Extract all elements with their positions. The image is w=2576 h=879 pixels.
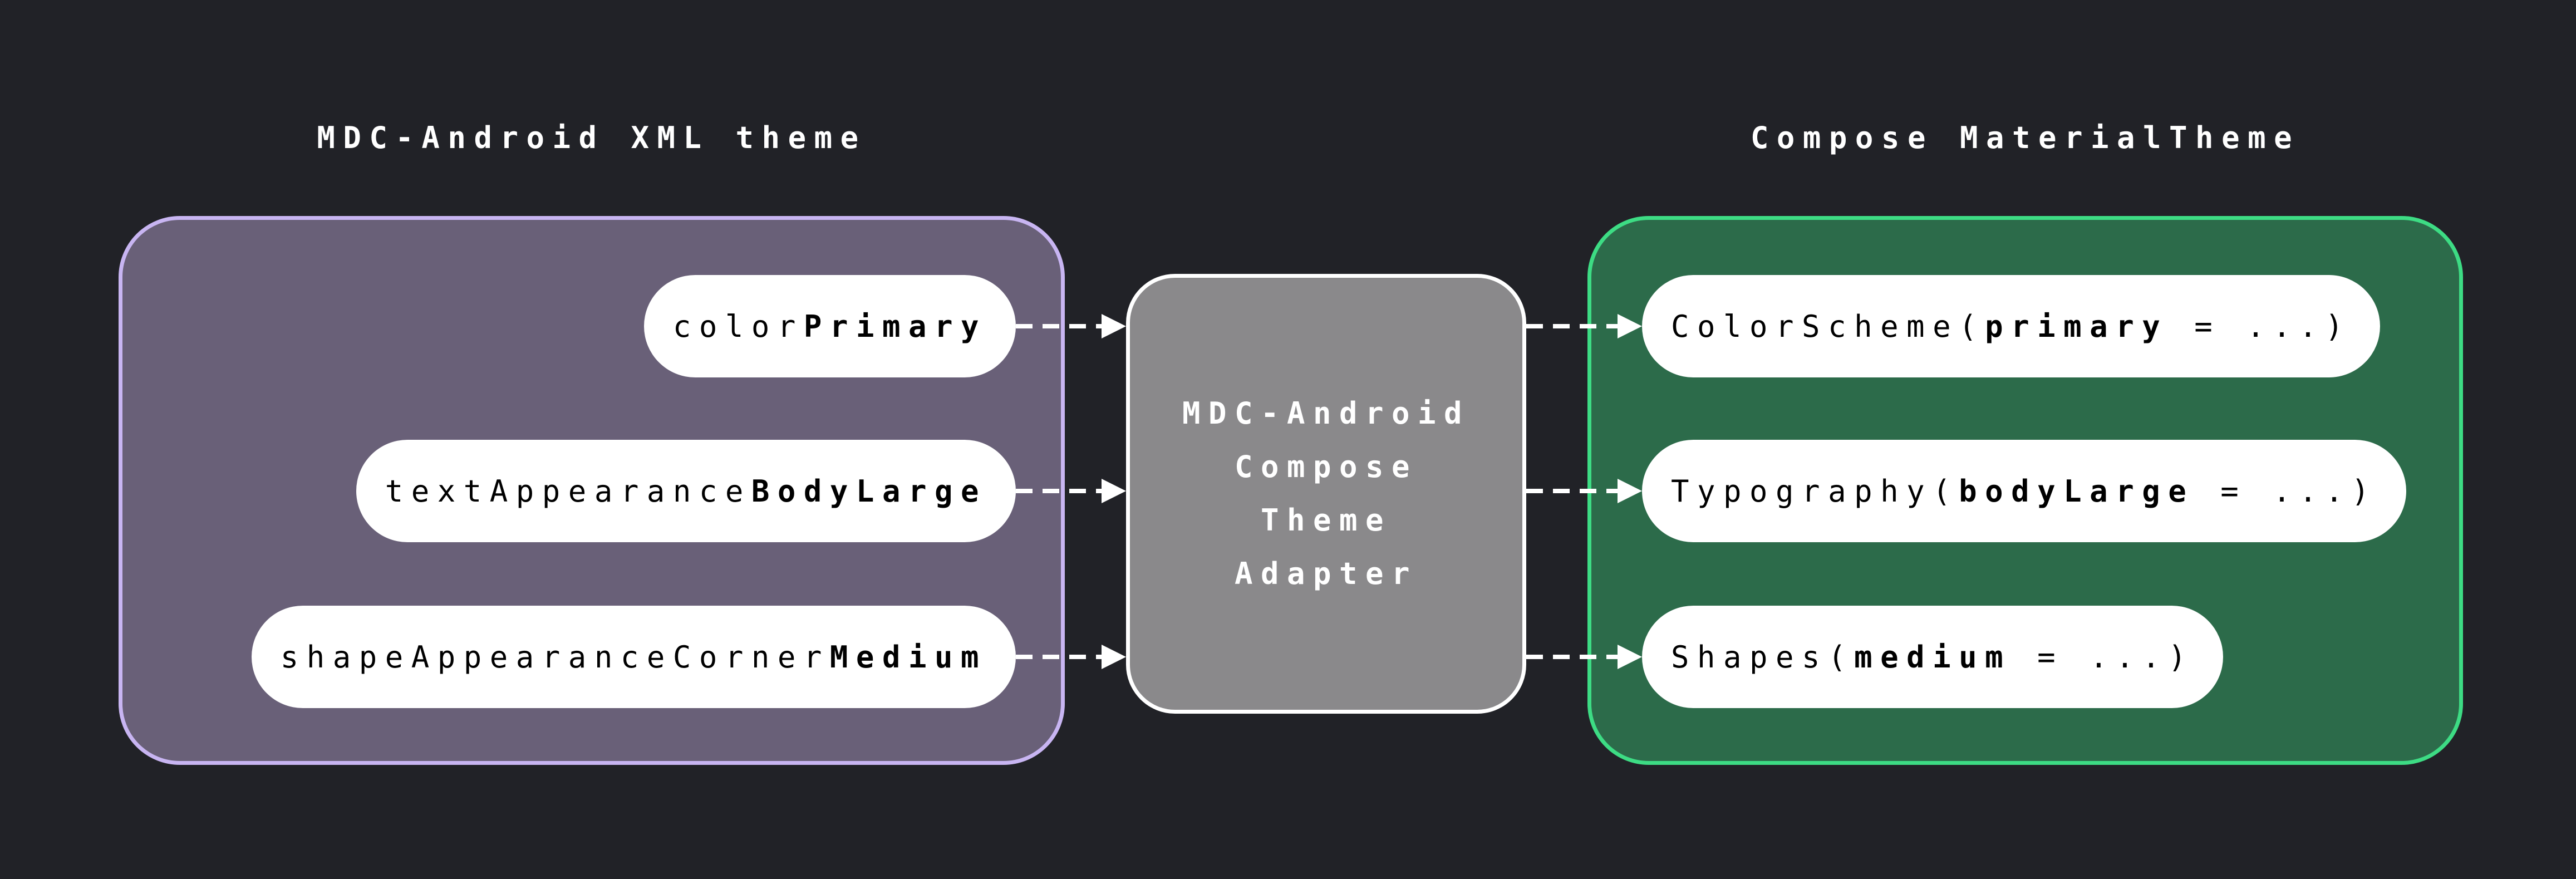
pill-text-suffix: = ...) [2011,639,2195,675]
pill-shapes-medium: Shapes(medium = ...) [1642,606,2224,708]
arrow-head-icon [1618,479,1642,503]
pill-text-prefix: ColorScheme( [1671,308,1985,344]
pill-text-bold: bodyLarge [1959,473,2195,509]
pill-text-prefix: Typography( [1671,473,1959,509]
arrow-head-icon [1102,479,1126,503]
adapter-label: MDC-Android Compose Theme Adapter [1182,396,1471,591]
pill-text-bold: primary [1985,308,2169,344]
arrow-head-icon [1618,314,1642,338]
arrow-head-icon [1618,645,1642,669]
arrow-head-icon [1102,314,1126,338]
pill-typography-body-large: Typography(bodyLarge = ...) [1642,440,2407,542]
compose-theme-title: Compose MaterialTheme [1750,120,2300,155]
arrow-shape-appearance-to-adapter [1016,645,1126,669]
arrow-dashed-line [1526,655,1623,659]
pill-text-prefix: shapeAppearanceCorner [280,639,830,675]
arrow-head-icon [1102,645,1126,669]
arrow-dashed-line [1016,489,1107,493]
arrow-color-primary-to-adapter [1016,314,1126,338]
pill-text-bold: Primary [803,308,987,344]
arrow-dashed-line [1016,655,1107,659]
pill-text-prefix: Shapes( [1671,639,1855,675]
arrow-adapter-to-colorscheme [1526,314,1642,338]
pill-text-suffix: = ...) [2194,473,2378,509]
arrow-adapter-to-shapes [1526,645,1642,669]
arrow-adapter-to-typography [1526,479,1642,503]
pill-text-bold: Medium [829,639,987,675]
xml-theme-title: MDC-Android XML theme [317,120,867,155]
arrow-text-appearance-to-adapter [1016,479,1126,503]
pill-text-prefix: color [672,308,804,344]
pill-text-bold: medium [1854,639,2012,675]
arrow-dashed-line [1526,489,1623,493]
arrow-dashed-line [1016,324,1107,328]
pill-colorscheme-primary: ColorScheme(primary = ...) [1642,275,2381,377]
arrow-dashed-line [1526,324,1623,328]
pill-text-bold: BodyLarge [751,473,987,509]
pill-text-prefix: textAppearance [385,473,751,509]
pill-text-suffix: = ...) [2168,308,2352,344]
adapter-box: MDC-Android Compose Theme Adapter [1126,274,1526,714]
